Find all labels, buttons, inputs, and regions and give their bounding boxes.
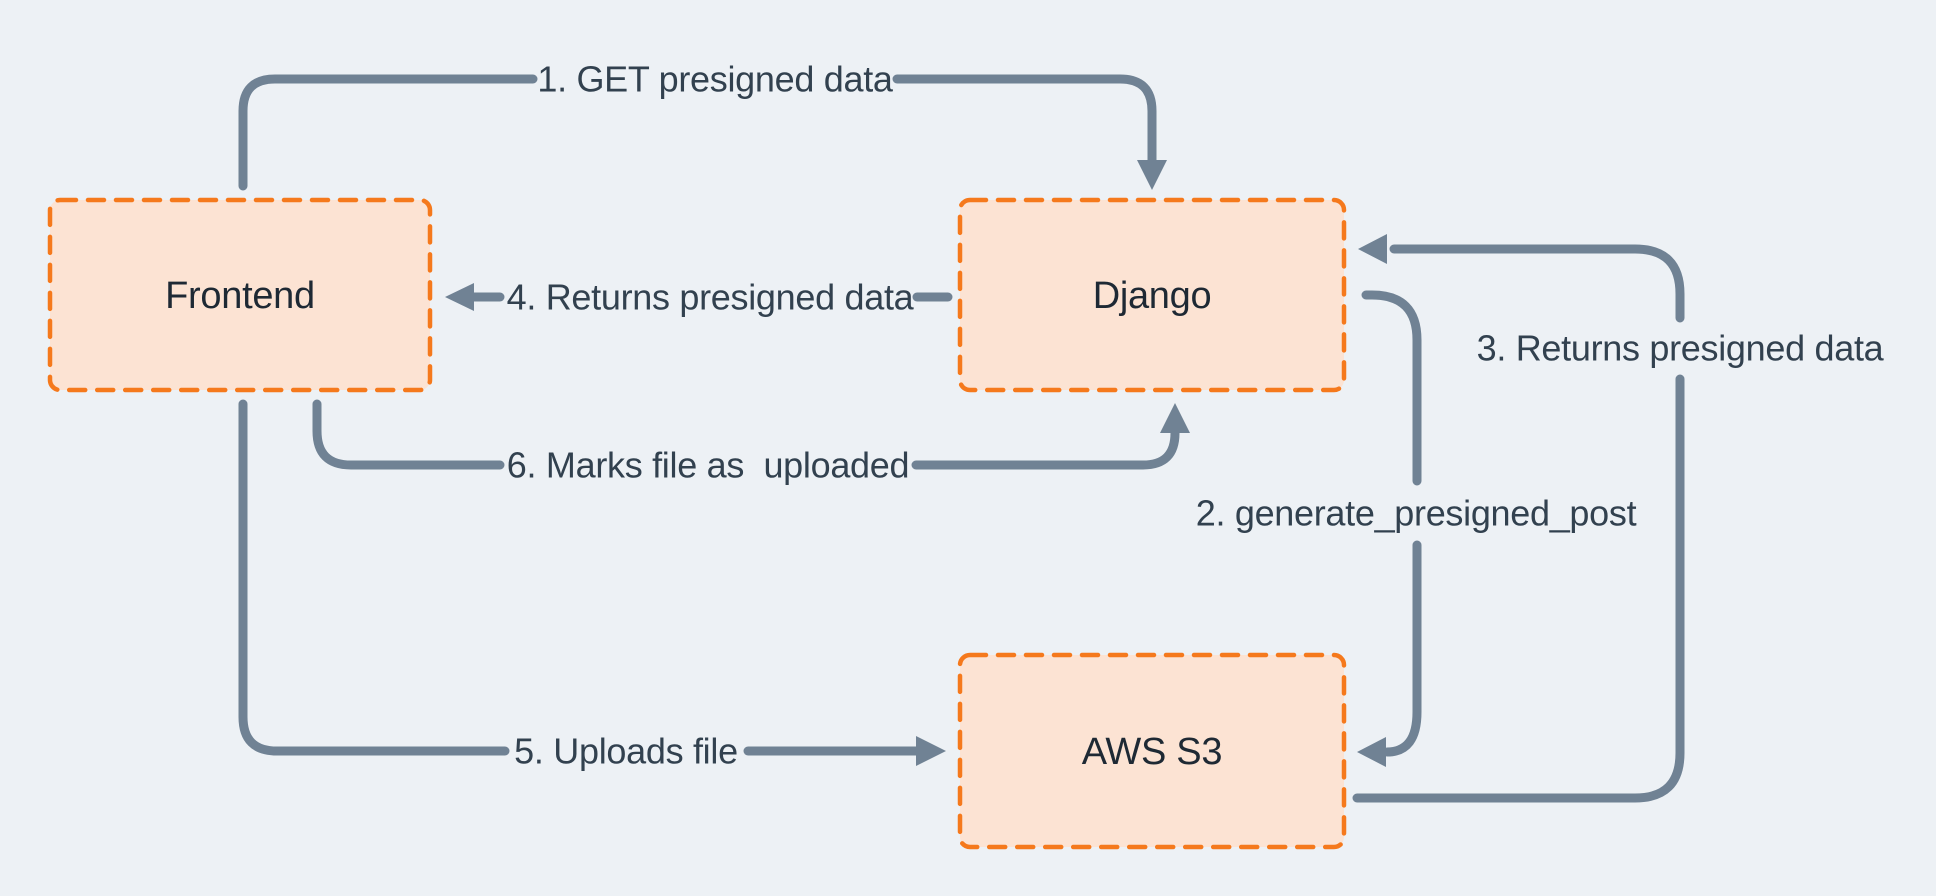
edge-3-returns-presigned-data: 3. Returns presigned data [1352,234,1885,803]
edge-6-line-left [312,399,505,470]
frontend-node: Frontend [47,197,433,393]
edge-3-line-bottom [1352,374,1685,803]
frontend-node-box [47,197,433,393]
edge-3-arrowhead-left [1358,234,1387,264]
aws-s3-node-label: AWS S3 [1082,731,1222,773]
edge-6-label: 6. Marks file as uploaded [507,445,909,486]
edge-2-generate-presigned-post: 2. generate_presigned_post [1196,290,1637,767]
edge-1-get-presigned-data: 1. GET presigned data [238,59,1167,191]
edge-5-arrowhead-right [916,736,946,766]
edge-4-arrowhead-left [445,283,474,311]
aws-s3-node-box [957,652,1347,850]
django-node-box [957,197,1347,393]
edge-2-label: 2. generate_presigned_post [1196,493,1637,534]
edge-1-line-right [892,74,1157,167]
edge-5-label: 5. Uploads file [514,731,738,772]
edge-4-label: 4. Returns presigned data [507,277,915,318]
edge-6-arrowhead-up [1160,403,1190,433]
edge-6-marks-file-uploaded: 6. Marks file as uploaded [312,399,1190,486]
edge-5-line-left [238,399,510,756]
edge-3-line-top [1389,244,1685,323]
edge-2-arrowhead-left [1357,737,1386,767]
edge-4-returns-presigned-data: 4. Returns presigned data [445,277,953,318]
frontend-node-label: Frontend [165,275,315,317]
edge-3-label: 3. Returns presigned data [1477,328,1885,369]
edge-5-uploads-file: 5. Uploads file [238,399,946,772]
django-node: Django [957,197,1347,393]
edge-1-line-left [238,74,538,191]
edge-2-line-top [1361,290,1422,486]
aws-s3-node: AWS S3 [957,652,1347,850]
edge-1-label: 1. GET presigned data [537,59,894,100]
edge-2-line-bottom [1382,540,1422,757]
edge-1-arrowhead-down [1137,160,1167,190]
edge-6-line-right [911,427,1180,470]
django-node-label: Django [1093,275,1212,317]
